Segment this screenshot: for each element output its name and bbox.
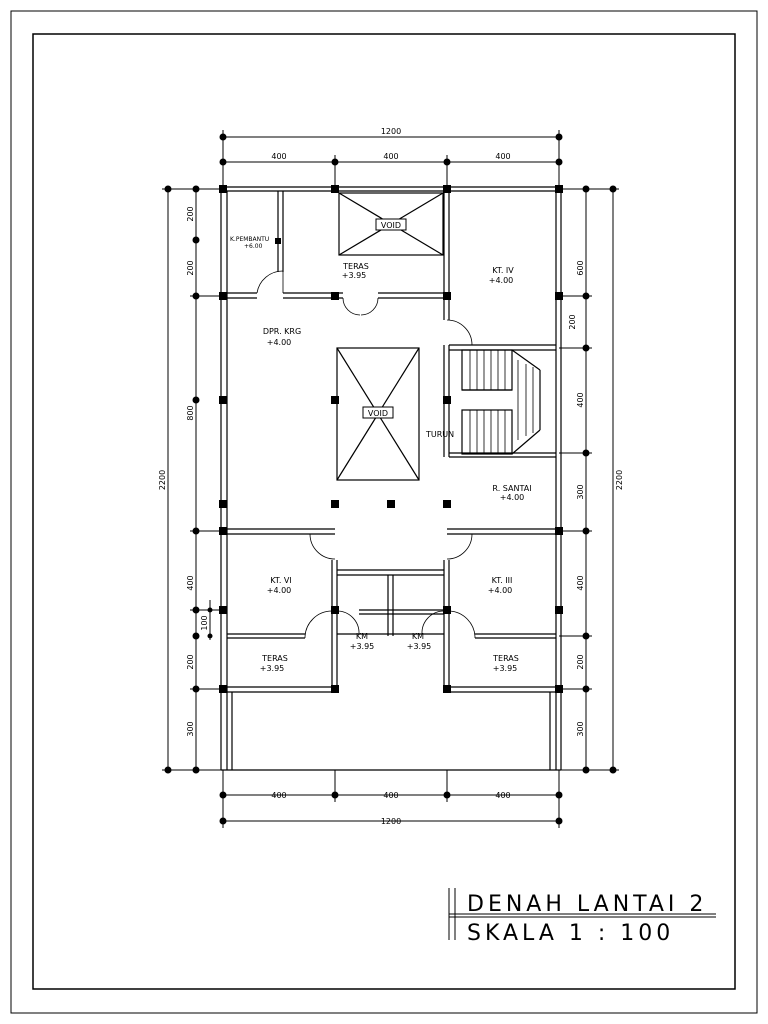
dim-left-seg-3: 800	[186, 405, 195, 420]
title-block-lines	[448, 888, 716, 940]
room-dpr-krg-elev: +4.00	[267, 338, 292, 347]
dim-top-seg-1: 400	[271, 152, 286, 161]
room-km-left-elev: +3.95	[350, 642, 375, 651]
room-kt-iii-name: KT. III	[492, 576, 513, 585]
room-kt-iv-elev: +4.00	[489, 276, 514, 285]
room-teras-br-name: TERAS	[492, 654, 519, 663]
void-label-top: VOID	[381, 221, 401, 230]
room-r-santai-elev: +4.00	[500, 493, 525, 502]
dim-top-total: 1200	[381, 127, 401, 136]
dim-right-seg-5: 400	[576, 575, 585, 590]
dim-top-seg-3: 400	[495, 152, 510, 161]
room-teras-top-elev: +3.95	[342, 271, 367, 280]
inner-border	[32, 33, 736, 990]
dim-right-seg-6: 200	[576, 654, 585, 669]
stair-treads	[469, 350, 534, 454]
dim-bottom-total: 1200	[381, 817, 401, 826]
void-label-box-center	[362, 406, 394, 419]
dim-left-seg-5: 100	[200, 615, 209, 630]
dim-left-seg-4: 400	[186, 575, 195, 590]
void-label-box-top	[375, 218, 407, 231]
dimension-right	[559, 185, 619, 774]
dim-top-seg-2: 400	[383, 152, 398, 161]
room-teras-top-name: TERAS	[342, 262, 369, 271]
dim-right-seg-1: 600	[576, 260, 585, 275]
room-km-left-name: KM	[356, 632, 368, 641]
void-label-center: VOID	[368, 409, 388, 418]
room-kt-iv-name: KT. IV	[492, 266, 514, 275]
room-teras-br-elev: +3.95	[493, 664, 518, 673]
dim-left-total: 2200	[158, 470, 167, 490]
room-kt-vi-elev: +4.00	[267, 586, 292, 595]
dim-right-seg-2: 200	[568, 314, 577, 329]
dim-right-seg-3: 400	[576, 392, 585, 407]
room-kt-vi-name: KT. VI	[270, 576, 291, 585]
doors	[256, 270, 476, 639]
room-k-pembantu-elev: +6.00	[244, 243, 263, 250]
drawing-title: DENAH LANTAI 2	[467, 892, 707, 917]
room-k-pembantu-name: K.PEMBANTU	[230, 236, 269, 243]
dim-left-seg-7: 300	[186, 721, 195, 736]
room-r-santai-name: R. SANTAI	[492, 484, 531, 493]
dim-right-seg-7: 300	[576, 721, 585, 736]
dimension-left	[162, 185, 223, 774]
dim-right-seg-4: 300	[576, 484, 585, 499]
dim-bottom-seg-1: 400	[271, 791, 286, 800]
room-kt-iii-elev: +4.00	[488, 586, 513, 595]
dim-left-seg-2: 200	[186, 260, 195, 275]
walls	[220, 186, 562, 771]
room-teras-bl-name: TERAS	[261, 654, 288, 663]
dim-left-seg-1: 200	[186, 206, 195, 221]
columns	[219, 185, 563, 693]
stair-turun-label: TURUN	[425, 430, 454, 439]
dimension-bottom	[219, 770, 563, 828]
room-teras-bl-elev: +3.95	[260, 664, 285, 673]
dim-left-seg-6: 200	[186, 654, 195, 669]
room-dpr-krg-name: DPR. KRG	[263, 327, 301, 336]
dim-bottom-seg-2: 400	[383, 791, 398, 800]
drawing-scale: SKALA 1 : 100	[467, 921, 674, 946]
dim-bottom-seg-3: 400	[495, 791, 510, 800]
room-km-right-elev: +3.95	[407, 642, 432, 651]
room-km-right-name: KM	[412, 632, 424, 641]
dim-right-total: 2200	[615, 470, 624, 490]
outer-border	[10, 10, 758, 1014]
dimension-top	[219, 130, 563, 187]
